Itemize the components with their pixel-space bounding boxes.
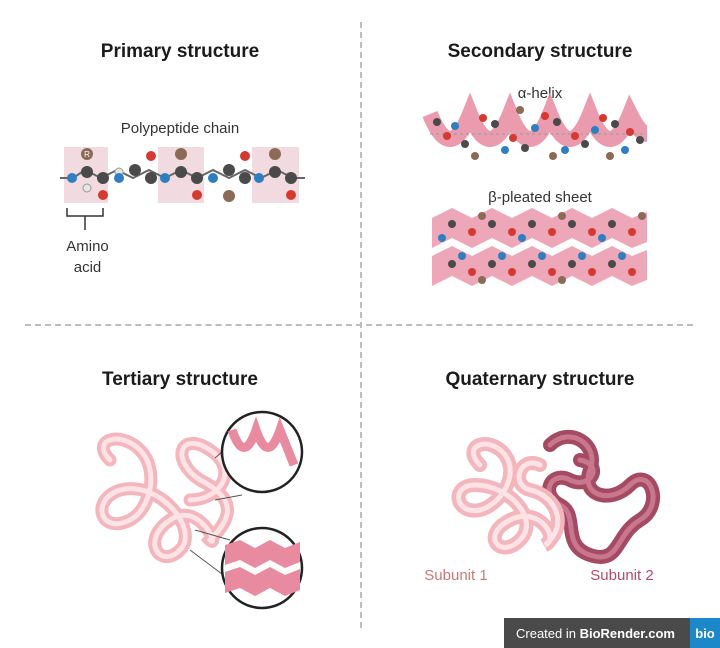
amino-acid-label-line1: Amino [66, 238, 109, 255]
oxygen-atom [286, 190, 296, 200]
sheet-strand-1 [432, 208, 647, 248]
helix-ribbon [422, 92, 649, 147]
amino-acid-label-line2: acid [73, 259, 102, 276]
alpha-helix-label: α-helix [517, 85, 563, 102]
r-group-atom [81, 148, 93, 160]
amino-acid-label: Amino acid [55, 236, 120, 278]
carbon-atom [191, 172, 203, 184]
oxygen-atom [192, 190, 202, 200]
r-group-atom [175, 148, 187, 160]
nitrogen-atom [208, 173, 218, 183]
carbon-atom [129, 164, 141, 176]
quaternary-structure-diagram [451, 429, 661, 564]
nitrogen-atom [254, 173, 264, 183]
nitrogen-atom [114, 173, 124, 183]
secondary-structure-title: Secondary structure [447, 41, 633, 62]
zoom-line [214, 494, 243, 501]
beta-sheet-label: β-pleated sheet [488, 189, 592, 206]
alpha-helix-diagram [422, 92, 649, 160]
tertiary-structure-diagram [95, 410, 304, 610]
nitrogen-atom [67, 173, 77, 183]
carbon-atom [81, 166, 93, 178]
polypeptide-chain-diagram: R [60, 147, 305, 230]
carbon-atom [285, 172, 297, 184]
carbon-atom [223, 164, 235, 176]
watermark-prefix: Created in [516, 625, 580, 641]
protein-fold-highlight [99, 436, 230, 559]
zoom-sheet-strand-1 [225, 540, 300, 568]
carbon-atom [175, 166, 187, 178]
biorender-logo-icon: bio [690, 618, 720, 648]
subunit-1-highlight [456, 441, 561, 550]
r-group-atom [269, 148, 281, 160]
watermark-brand: BioRender.com [579, 625, 675, 641]
r-atom-label: R [84, 150, 90, 159]
primary-structure-title: Primary structure [100, 41, 260, 62]
subunit-1-label: Subunit 1 [424, 567, 488, 584]
sheet-strand-2 [432, 246, 647, 286]
quaternary-structure-title: Quaternary structure [445, 369, 635, 390]
carbon-atom [269, 166, 281, 178]
zoom-sheet-strand-2 [225, 567, 300, 596]
nitrogen-atom [160, 173, 170, 183]
hydrogen-atom [82, 183, 92, 193]
polypeptide-chain-label: Polypeptide chain [120, 120, 240, 137]
subunit-2-highlight [546, 434, 656, 560]
oxygen-atom [240, 151, 250, 161]
oxygen-atom [98, 190, 108, 200]
zoom-helix-ribbon [227, 416, 299, 467]
beta-pleated-sheet-diagram [432, 208, 647, 286]
zoom-line [194, 529, 231, 541]
r-group-atom [223, 190, 235, 202]
horizontal-divider [25, 324, 693, 326]
carbon-atom [97, 172, 109, 184]
sheet-zoom-circle [220, 526, 304, 610]
carbon-atom [239, 172, 251, 184]
carbon-atom [145, 172, 157, 184]
watermark-text: Created in BioRender.com [504, 626, 690, 641]
tertiary-structure-title: Tertiary structure [102, 369, 258, 390]
biorender-watermark[interactable]: Created in BioRender.com bio [504, 618, 720, 648]
amino-acid-bracket [66, 208, 104, 230]
oxygen-atom [146, 151, 156, 161]
subunit-2-label: Subunit 2 [590, 567, 654, 584]
